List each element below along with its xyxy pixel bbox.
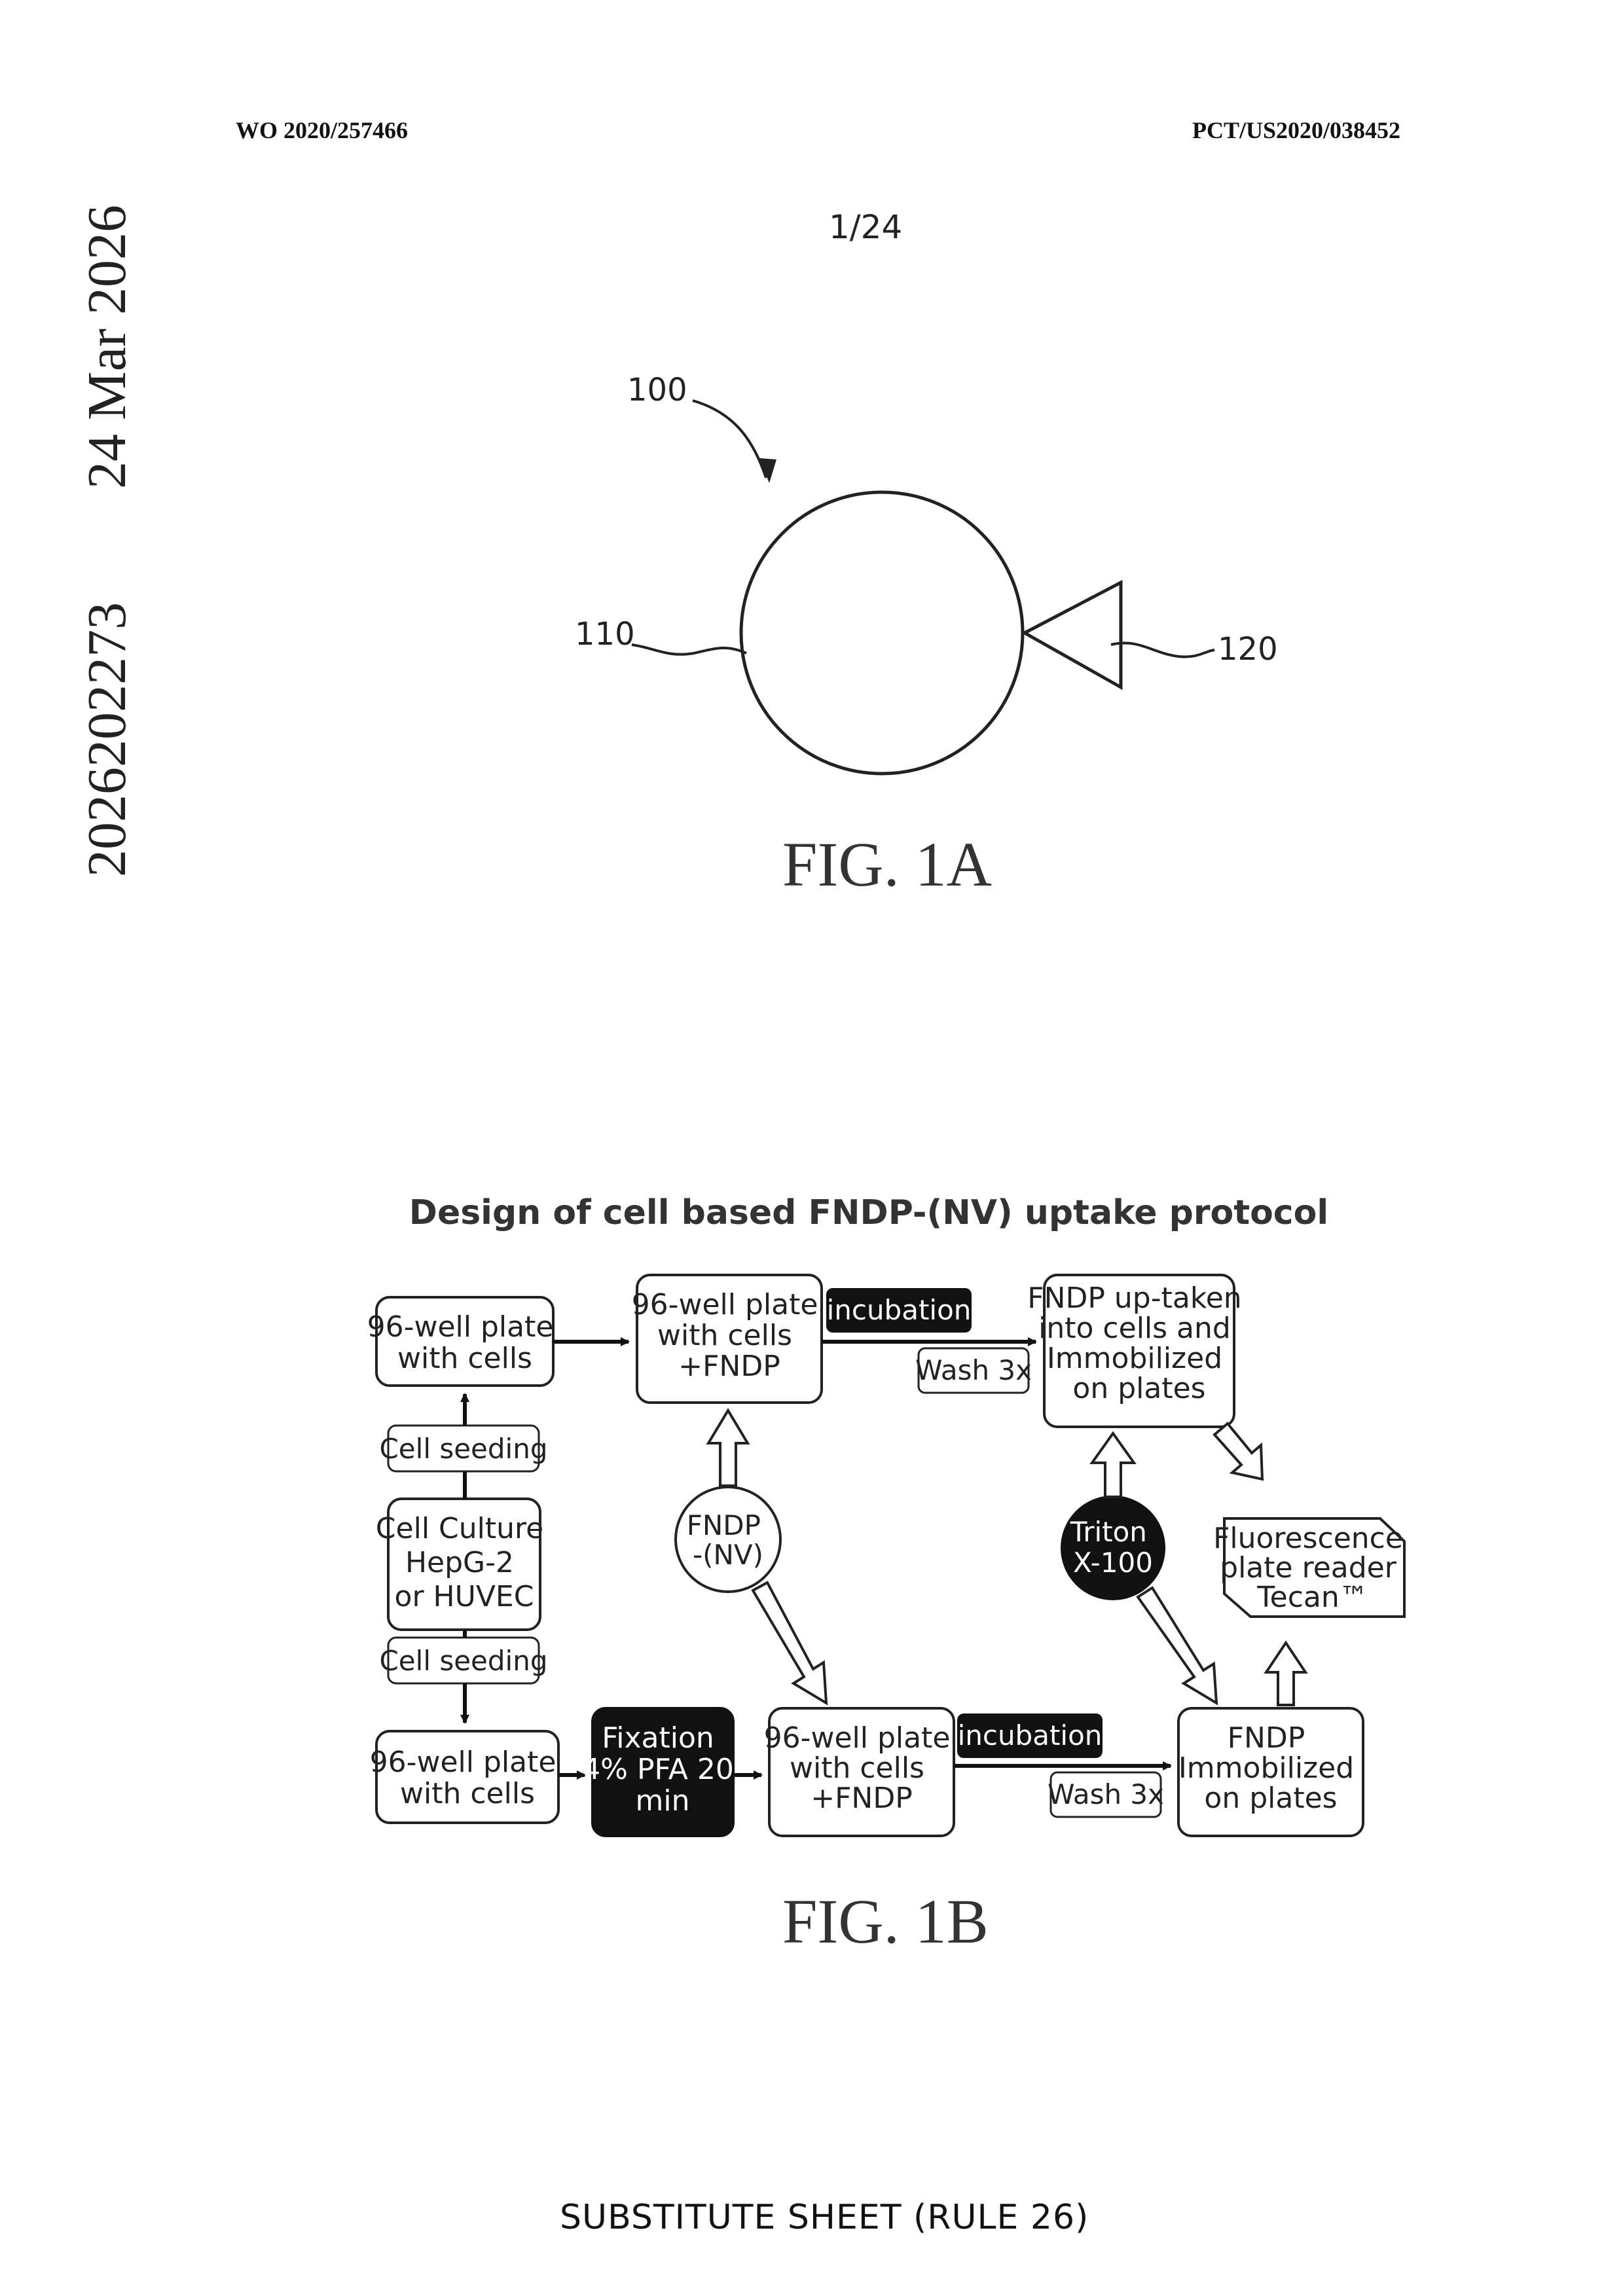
label-cell-seeding-bottom: Cell seeding <box>379 1645 547 1677</box>
hollow-arrow-triton-down <box>1138 1588 1216 1703</box>
fig-1b-label: FIG. 1B <box>782 1885 989 1958</box>
ref-100-arrowhead <box>759 458 776 483</box>
ref-120-leader <box>1111 643 1214 657</box>
ligand-triangle <box>1025 583 1121 687</box>
label-wash-top: Wash 3x <box>915 1354 1032 1386</box>
text-triton-circle: Triton X-100 <box>1070 1516 1156 1579</box>
hollow-arrow-immobilized-to-reader <box>1266 1643 1305 1705</box>
footer-substitute-sheet: SUBSTITUTE SHEET (RULE 26) <box>560 2198 1089 2237</box>
ref-110-label: 110 <box>575 616 635 653</box>
fig-1a-label: FIG. 1A <box>782 828 992 901</box>
hollow-arrow-triton-up <box>1092 1433 1134 1497</box>
label-wash-bottom: Wash 3x <box>1048 1778 1164 1810</box>
ref-110-leader <box>632 645 746 655</box>
label-incubation-bottom: incubation <box>958 1719 1103 1751</box>
particle-circle <box>741 492 1023 774</box>
label-cell-seeding-top: Cell seeding <box>379 1433 547 1465</box>
text-fndp-circle: FNDP -(NV) <box>687 1509 770 1571</box>
fig-1b-flowchart: Design of cell based FNDP-(NV) uptake pr… <box>0 1145 1623 1865</box>
fig-1b-title: Design of cell based FNDP-(NV) uptake pr… <box>409 1193 1328 1232</box>
ref-120-label: 120 <box>1218 631 1278 668</box>
hollow-arrow-uptaken-to-reader <box>1214 1424 1262 1479</box>
ref-100-arrow <box>693 401 766 478</box>
ref-100-label: 100 <box>627 372 687 408</box>
hollow-arrow-fndp-up <box>708 1410 748 1486</box>
hollow-arrow-fndp-down <box>753 1583 826 1703</box>
label-incubation-top: incubation <box>827 1294 972 1326</box>
